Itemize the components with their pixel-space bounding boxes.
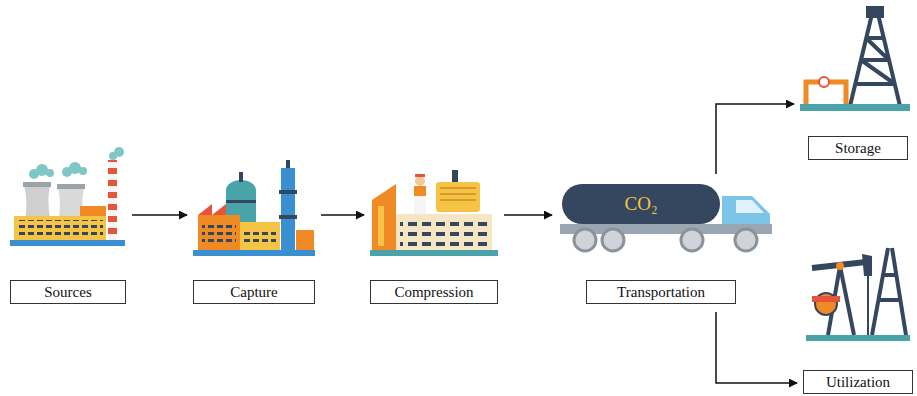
flow-arrow: [504, 214, 552, 216]
stage-label: Compression: [370, 280, 498, 304]
stage-node: Sources: [10, 152, 126, 306]
flow-arrow: [716, 104, 794, 174]
stage-node: Compression: [370, 166, 498, 306]
stage-label: Transportation: [586, 280, 736, 304]
capture-plant-icon: [193, 160, 315, 256]
stage-label: Sources: [10, 280, 126, 304]
power-plant-icon: [10, 147, 125, 246]
storage-pipe: [800, 77, 910, 111]
compression-station-icon: [370, 170, 498, 256]
stage-node: Utilization: [803, 244, 913, 394]
flow-arrow: [321, 214, 364, 216]
pumpjack-icon: [806, 248, 910, 341]
stage-node: Capture: [193, 156, 315, 306]
stage-label: Capture: [193, 280, 315, 304]
tanker-truck-icon: [560, 184, 772, 251]
stage-label: Storage: [808, 136, 908, 160]
flow-arrow: [132, 214, 187, 216]
stage-node: Transportation: [558, 180, 774, 306]
storage-derrick-icon: [850, 8, 900, 106]
stage-label: Utilization: [803, 370, 913, 394]
tank-label: CO₂: [624, 193, 657, 215]
stage-node: Storage: [800, 6, 910, 161]
flow-arrow: [716, 312, 797, 383]
